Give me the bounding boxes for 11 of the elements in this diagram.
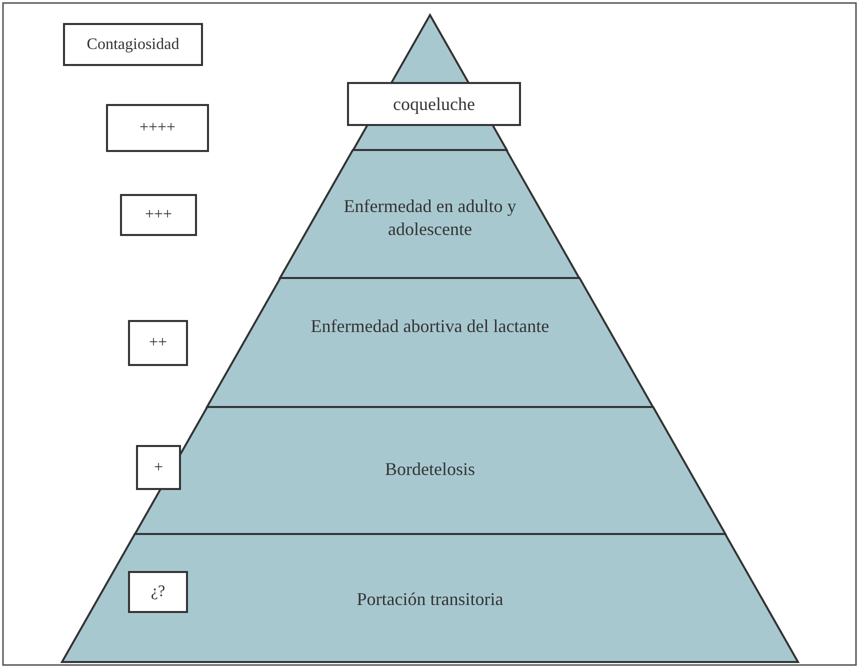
- layer-label: Portación transitoria: [356, 588, 504, 611]
- rating-box: ¿?: [128, 571, 188, 613]
- layer-label: Enfermedad en adulto y adolescente: [342, 195, 518, 240]
- rating-box: +++: [120, 194, 197, 236]
- layer-label: Bordetelosis: [384, 458, 476, 481]
- layer-label: Enfermedad abortiva del lactante: [310, 315, 550, 338]
- layer-label-box: coqueluche: [347, 82, 521, 126]
- rating-box: +: [136, 445, 181, 490]
- rating-box: Contagiosidad: [63, 23, 203, 66]
- rating-box: ++: [128, 320, 188, 366]
- rating-box: ++++: [106, 104, 209, 152]
